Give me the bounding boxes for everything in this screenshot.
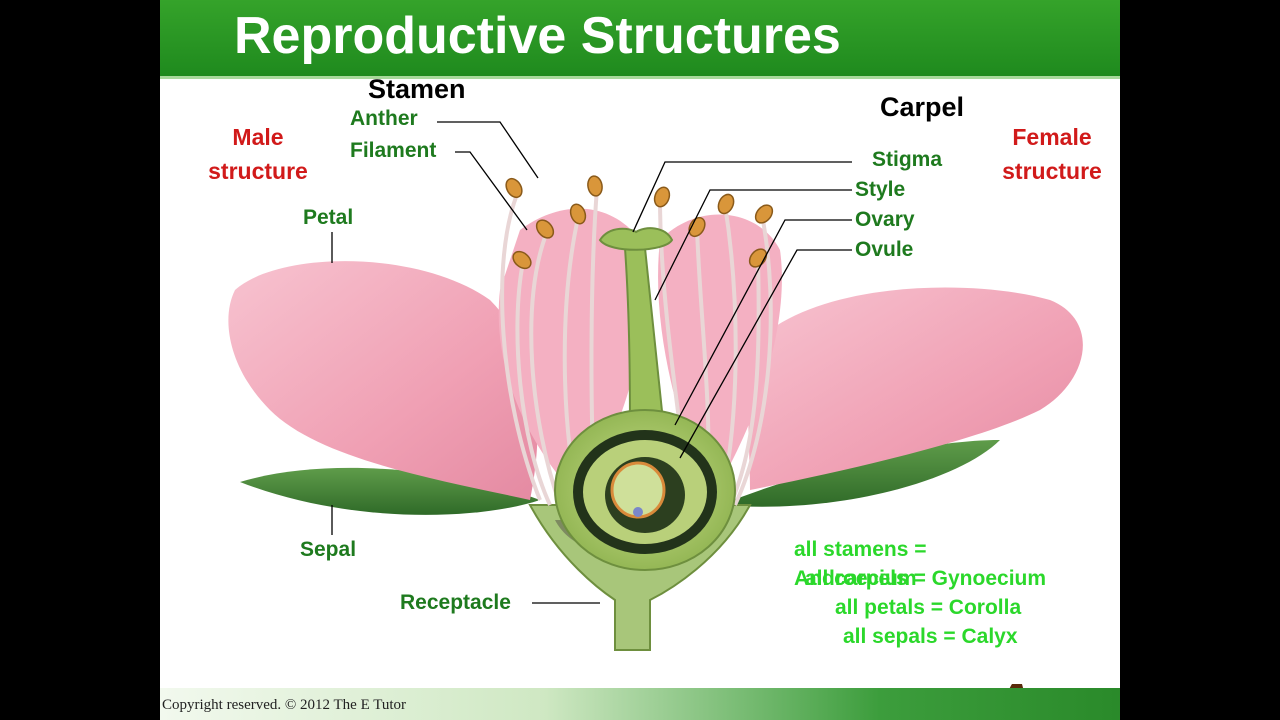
title-bar	[160, 0, 1120, 79]
anther-label: Anther	[350, 107, 418, 130]
petal-right	[748, 287, 1083, 490]
style-label: Style	[855, 178, 906, 201]
leader-lines	[331, 121, 852, 604]
receptacle-label: Receptacle	[400, 591, 511, 614]
ovule-leader	[679, 249, 852, 459]
anther-leader	[437, 121, 539, 179]
filament-label: Filament	[350, 139, 437, 162]
anthers	[505, 175, 774, 270]
corolla-note: all petals = Corolla	[835, 596, 1022, 619]
androecium-note-line-1: all stamens =	[794, 538, 927, 561]
female-structure-label: Female structure	[990, 120, 1114, 188]
female-line-2: structure	[1002, 158, 1102, 184]
gynoecium-note: all carpels = Gynoecium	[805, 567, 1047, 590]
calyx-note: all sepals = Calyx	[843, 625, 1018, 648]
male-structure-label: Male structure	[198, 120, 318, 188]
petal-label: Petal	[303, 206, 354, 229]
female-line-1: Female	[1012, 124, 1092, 150]
male-line-1: Male	[232, 124, 284, 150]
stigma-label: Stigma	[872, 148, 943, 171]
footer-bar	[160, 688, 1120, 720]
ovary-leader	[674, 219, 852, 426]
ovary-label: Ovary	[855, 208, 915, 231]
filament-leader	[455, 151, 528, 231]
slide: Reproductive Structures	[160, 0, 1120, 720]
sepal-label: Sepal	[300, 538, 357, 561]
copyright-text: Copyright reserved. © 2012 The E Tutor	[162, 697, 407, 713]
stigma-leader	[632, 161, 852, 233]
sepal-right	[720, 440, 1000, 507]
androecium-note-line-2: Androecium	[794, 567, 917, 590]
style-leader	[654, 189, 852, 301]
flower-diagram	[228, 121, 1120, 720]
petal-left	[228, 261, 538, 500]
male-line-2: structure	[208, 158, 308, 184]
ovule-label: Ovule	[855, 238, 914, 261]
slide-title: Reproductive Structures	[234, 7, 841, 65]
carpel-label: Carpel	[880, 92, 965, 122]
stamen-label: Stamen	[368, 74, 466, 104]
stigma-shape	[598, 227, 674, 251]
